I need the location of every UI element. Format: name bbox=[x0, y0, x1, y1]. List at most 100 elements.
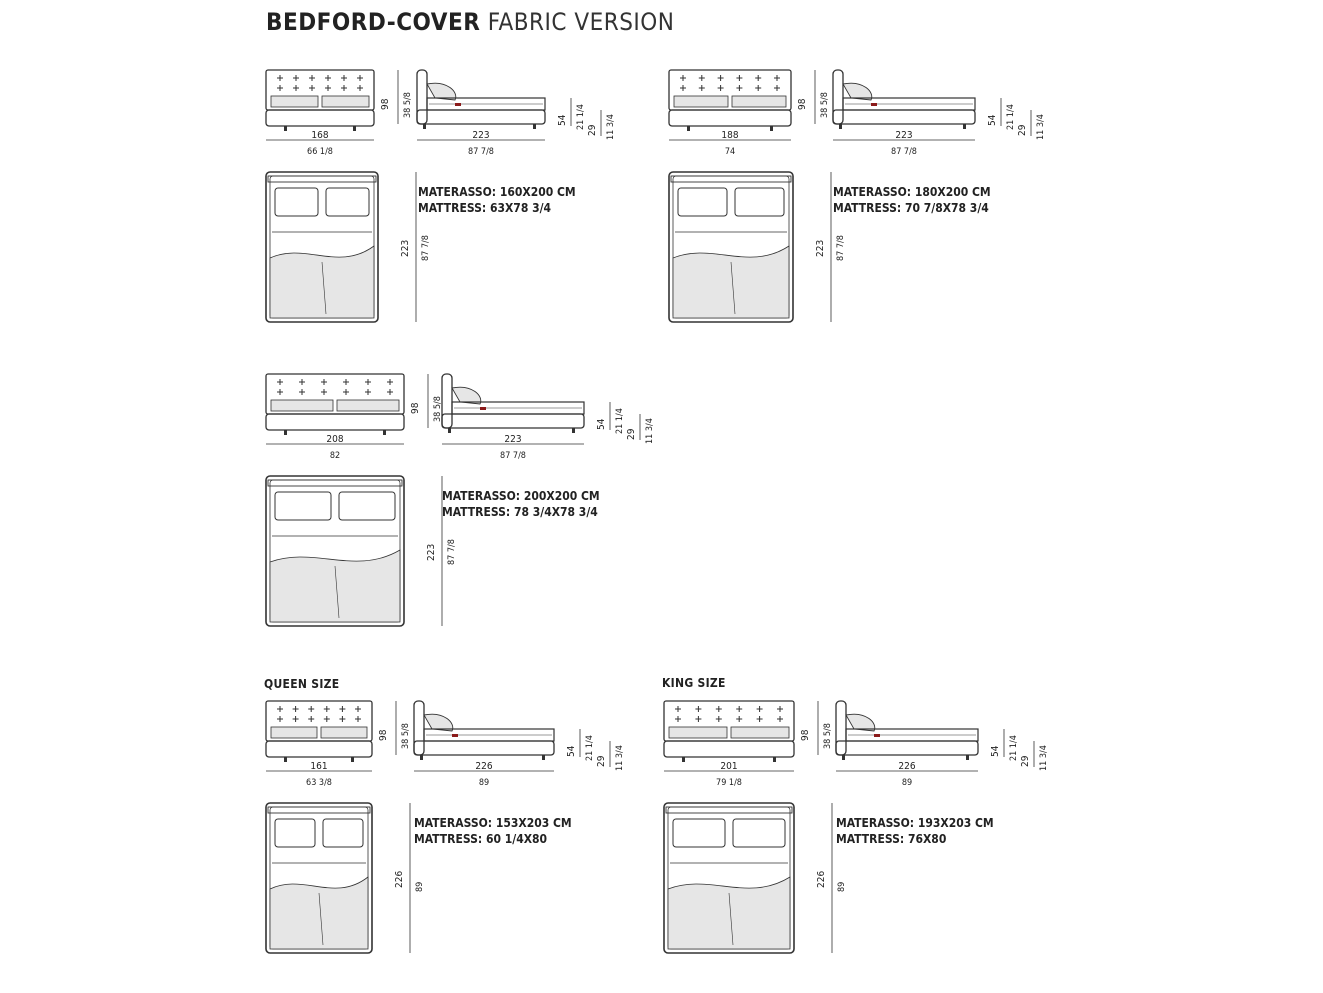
dim-length: 223 bbox=[504, 434, 521, 445]
side-foot bbox=[842, 755, 845, 760]
dim-top-length-in: 87 7/8 bbox=[836, 235, 846, 261]
top-headboard bbox=[267, 479, 403, 487]
front-pillow bbox=[270, 95, 319, 108]
side-headboard bbox=[413, 700, 425, 756]
tuft-mark bbox=[277, 716, 283, 722]
dim-base-h: 29 bbox=[596, 755, 607, 767]
top-frame bbox=[265, 802, 373, 954]
dim-width-in: 63 3/8 bbox=[306, 778, 332, 788]
tuft-mark bbox=[736, 706, 743, 712]
top-frame bbox=[265, 475, 405, 627]
top-duvet-fold bbox=[728, 892, 734, 946]
top-frame bbox=[663, 802, 795, 954]
tuft-mark bbox=[277, 75, 283, 81]
dim-height: 98 bbox=[797, 98, 808, 110]
front-base bbox=[265, 109, 375, 127]
top-duvet-fold bbox=[334, 565, 340, 619]
side-foot bbox=[448, 428, 451, 433]
top-headboard bbox=[267, 806, 371, 814]
dim-height-in: 38 5/8 bbox=[433, 396, 443, 422]
side-base bbox=[835, 740, 979, 756]
dim-length-in: 89 bbox=[479, 778, 489, 788]
top-pillow bbox=[734, 187, 785, 217]
dim-top-length: 223 bbox=[815, 240, 826, 257]
dim-width: 188 bbox=[721, 130, 738, 141]
tuft-mark bbox=[736, 75, 743, 81]
dim-width: 168 bbox=[311, 130, 328, 141]
side-headboard bbox=[832, 69, 844, 125]
top-duvet-fold bbox=[730, 261, 736, 315]
dim-height-in: 38 5/8 bbox=[403, 92, 413, 118]
dim-length-in: 87 7/8 bbox=[500, 451, 526, 461]
dim-width-in: 66 1/8 bbox=[307, 147, 333, 157]
side-base bbox=[832, 109, 976, 125]
tuft-mark bbox=[355, 706, 361, 712]
dim-top-length: 226 bbox=[816, 871, 827, 888]
tuft-mark bbox=[292, 716, 299, 722]
front-base bbox=[265, 740, 373, 758]
tuft-mark bbox=[756, 706, 763, 712]
page-title: BEDFORD-COVER FABRIC VERSION bbox=[266, 8, 675, 36]
tuft-mark bbox=[755, 85, 762, 91]
dim-base-h: 29 bbox=[626, 428, 637, 440]
tuft-mark bbox=[308, 706, 315, 712]
side-mattress-tag bbox=[455, 103, 461, 106]
dim-width: 161 bbox=[310, 761, 327, 772]
top-pillow bbox=[677, 187, 728, 217]
tuft-mark bbox=[309, 75, 315, 81]
front-foot bbox=[773, 757, 776, 762]
dim-base-h-in: 11 3/4 bbox=[645, 418, 655, 444]
dim-height: 98 bbox=[378, 729, 389, 741]
dim-height: 98 bbox=[380, 98, 391, 110]
front-pillow bbox=[320, 726, 368, 739]
front-pillow bbox=[673, 95, 729, 108]
tuft-mark bbox=[736, 85, 743, 91]
front-pillow bbox=[270, 726, 318, 739]
dim-mattress-h-in: 21 1/4 bbox=[576, 104, 586, 130]
tuft-mark bbox=[698, 85, 705, 91]
tuft-mark bbox=[339, 716, 346, 722]
side-base bbox=[413, 740, 555, 756]
dim-mattress-h: 54 bbox=[990, 745, 1001, 757]
dim-base-h: 29 bbox=[1020, 755, 1031, 767]
dim-mattress-h-in: 21 1/4 bbox=[615, 408, 625, 434]
top-duvet bbox=[269, 549, 401, 623]
top-pillow bbox=[274, 491, 332, 521]
tuft-mark bbox=[357, 85, 363, 91]
tuft-mark bbox=[309, 85, 315, 91]
dim-base-h-in: 11 3/4 bbox=[1039, 745, 1049, 771]
front-pillow bbox=[731, 95, 787, 108]
side-foot bbox=[963, 124, 966, 129]
tuft-mark bbox=[277, 379, 283, 385]
dim-mattress-h-in: 21 1/4 bbox=[1009, 735, 1019, 761]
side-pillow bbox=[426, 82, 457, 101]
side-pillow bbox=[423, 713, 454, 732]
side-base bbox=[441, 413, 585, 429]
dim-base-h-in: 11 3/4 bbox=[615, 745, 625, 771]
tuft-mark bbox=[695, 706, 702, 712]
front-base bbox=[668, 109, 792, 127]
dim-top-length-in: 89 bbox=[837, 882, 847, 892]
front-pillow bbox=[336, 399, 400, 412]
side-mattress-tag bbox=[874, 734, 880, 737]
tuft-mark bbox=[321, 379, 327, 385]
tuft-mark bbox=[736, 716, 743, 722]
dim-top-length-in: 87 7/8 bbox=[421, 235, 431, 261]
tuft-mark bbox=[675, 706, 681, 712]
dim-base-h: 29 bbox=[1017, 124, 1028, 136]
side-pillow bbox=[842, 82, 873, 101]
tuft-mark bbox=[292, 706, 299, 712]
side-pillow bbox=[845, 713, 876, 732]
tuft-mark bbox=[325, 85, 331, 91]
side-mattress-tag bbox=[452, 734, 458, 737]
top-duvet bbox=[672, 245, 790, 319]
dim-width: 208 bbox=[326, 434, 343, 445]
dim-mattress-h: 54 bbox=[566, 745, 577, 757]
dim-mattress-h: 54 bbox=[557, 114, 568, 126]
tuft-mark bbox=[341, 75, 347, 81]
top-pillow bbox=[672, 818, 726, 848]
